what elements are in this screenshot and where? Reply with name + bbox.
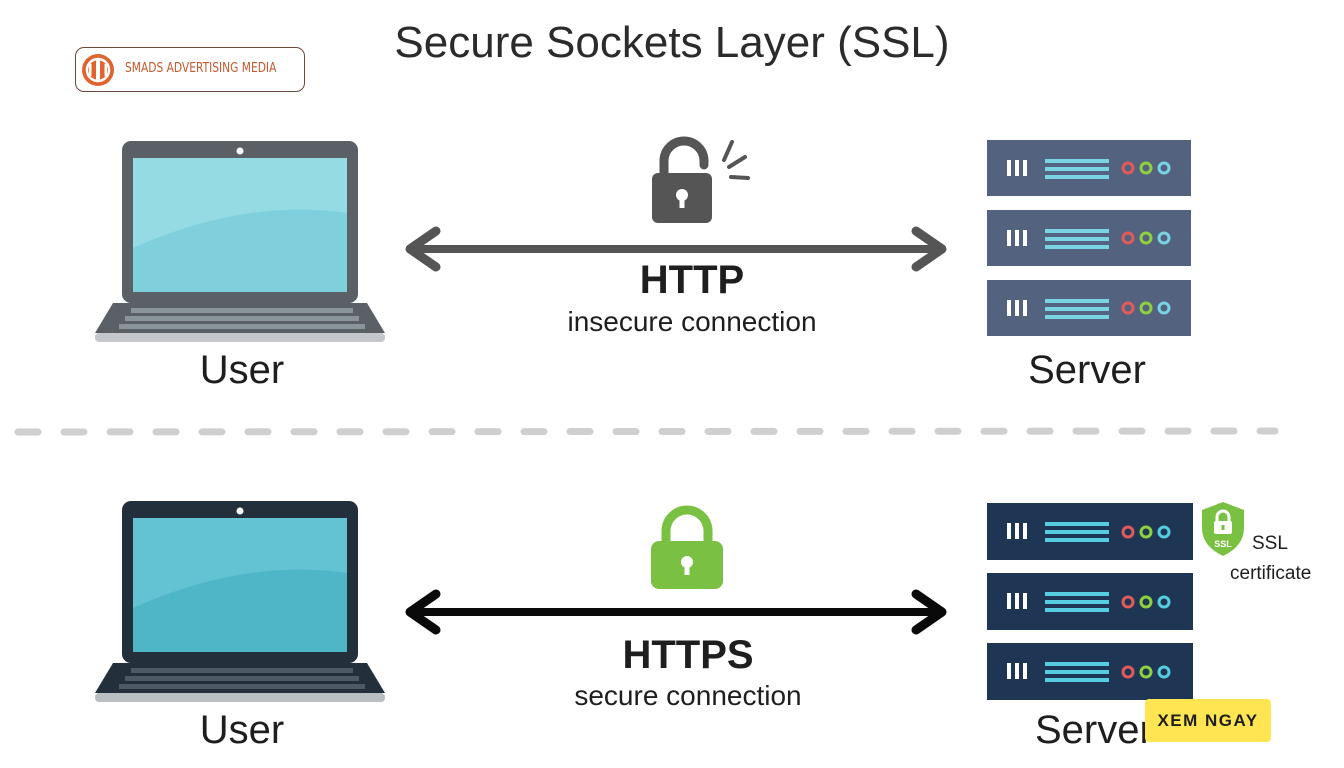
section-divider xyxy=(14,427,1279,436)
user-label: User xyxy=(199,708,285,752)
laptop-icon xyxy=(95,501,385,702)
user-label: User xyxy=(199,348,285,392)
server-rack-icon xyxy=(987,140,1191,336)
bidirectional-arrow xyxy=(405,589,947,635)
ssl-label: SSL xyxy=(1252,533,1288,554)
certificate-label: certificate xyxy=(1230,563,1312,584)
logo-icon xyxy=(82,54,114,86)
connection-description: insecure connection xyxy=(567,306,817,337)
protocol-label: HTTP xyxy=(639,258,745,302)
ssl-shield-icon: SSL xyxy=(1202,502,1244,556)
diagram-title: Secure Sockets Layer (SSL) xyxy=(394,18,950,67)
connection-description: secure connection xyxy=(574,680,802,711)
server-label: Server xyxy=(1035,708,1153,752)
locked-padlock-icon xyxy=(651,505,723,589)
server-rack-icon xyxy=(987,503,1193,700)
unlocked-padlock-icon xyxy=(652,136,750,223)
xem-ngay-button[interactable]: XEM NGAY xyxy=(1145,699,1271,742)
protocol-label: HTTPS xyxy=(622,633,754,677)
logo-text: SMADS ADVERTISING MEDIA xyxy=(125,61,277,76)
ssl-badge-text: SSL xyxy=(1214,539,1232,549)
bidirectional-arrow xyxy=(405,226,947,272)
laptop-icon xyxy=(95,141,385,342)
server-label: Server xyxy=(1028,348,1146,392)
